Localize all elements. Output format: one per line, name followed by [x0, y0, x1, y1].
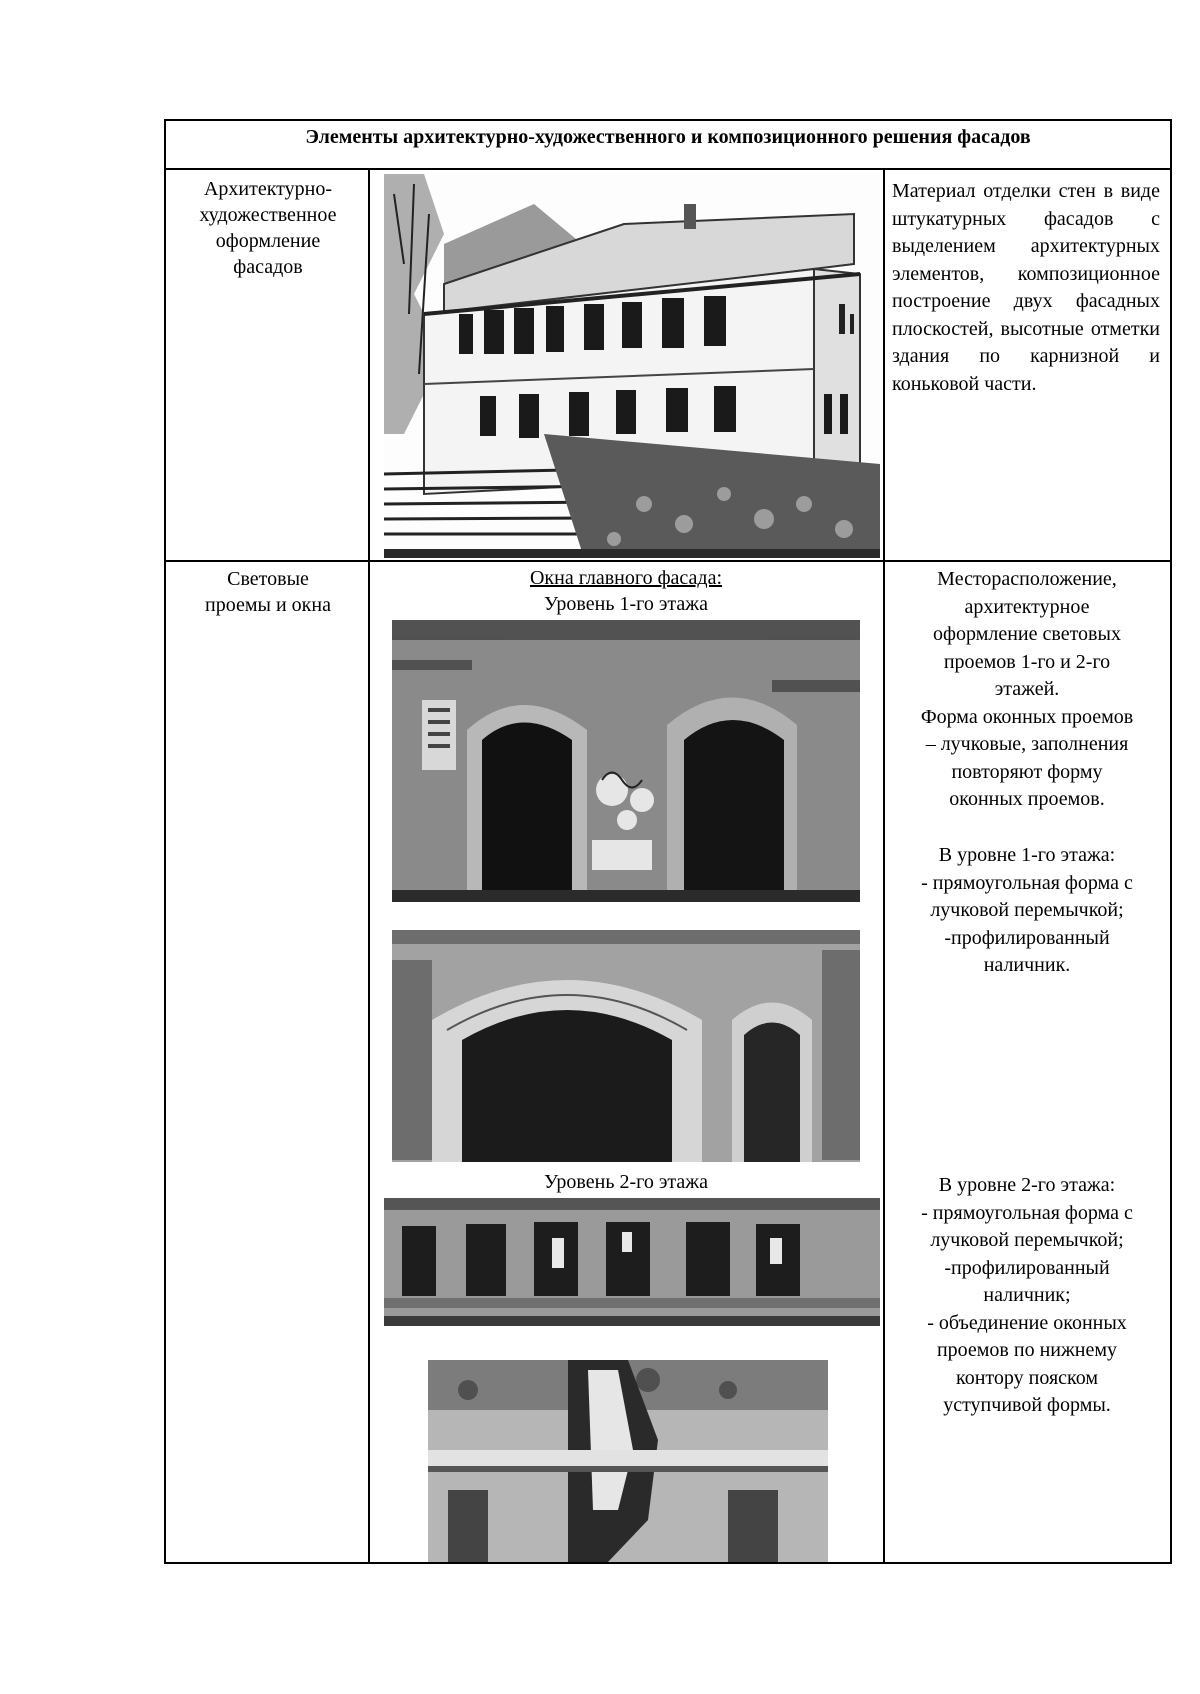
level1-description-line: В уровне 1-го этажа:	[938, 844, 1116, 866]
level2-description-line: наличник;	[983, 1284, 1071, 1306]
level2-window-photo-1	[384, 1198, 880, 1326]
level2-description-line: В уровне 2-го этажа:	[938, 1174, 1116, 1196]
row1-label-line: фасадов	[233, 256, 303, 278]
level1-description-line: лучковой перемычкой;	[930, 899, 1124, 921]
row2-description-line: повторяют форму	[951, 760, 1103, 783]
level2-description-line: контору пояском	[956, 1366, 1098, 1389]
table-border-bottom	[164, 1562, 1172, 1564]
level2-description-line: лучковой перемычкой;	[930, 1229, 1124, 1251]
row1-description: Материал отделки стен в виде штукатурных…	[892, 180, 1160, 395]
level2-description-line: проемов по нижнему	[936, 1339, 1118, 1361]
level1-description: В уровне 1-го этажа: - прямоугольная фор…	[888, 842, 1166, 980]
row2-description-line: оформление световых	[933, 623, 1121, 645]
row1-label: Архитектурно- художественное оформление …	[172, 176, 364, 280]
row1-label-line: Архитектурно-	[203, 178, 333, 200]
table-border-right	[1170, 119, 1172, 1564]
row2-label-line: проемы и окна	[205, 594, 331, 616]
row2-description-line: Форма оконных проемов	[920, 705, 1134, 728]
column-divider-1	[368, 168, 370, 1564]
level1-window-photo-2	[392, 930, 860, 1162]
row-divider	[164, 560, 1172, 562]
level1-window-photo-1	[392, 620, 860, 902]
row2-description: Месторасположение, архитектурное оформле…	[888, 566, 1166, 814]
header-divider	[164, 168, 1172, 170]
row2-description-line: – лучковые, заполнения	[925, 733, 1129, 755]
level2-window-photo-2	[428, 1360, 828, 1562]
table-header: Элементы архитектурно-художественного и …	[305, 126, 1031, 148]
row2-description-line: Месторасположение,	[937, 568, 1117, 590]
row2-description-line: оконных проемов.	[949, 788, 1105, 810]
row2-description-line: архитектурное	[964, 595, 1090, 618]
level1-description-line: наличник.	[983, 954, 1071, 976]
main-facade-windows-heading: Окна главного фасада:	[529, 567, 723, 589]
level1-caption: Уровень 1-го этажа	[544, 593, 708, 615]
table-border-left	[164, 119, 166, 1564]
row2-description-line: проемов 1-го и 2-го	[943, 650, 1111, 673]
table-border-top	[164, 119, 1172, 121]
level2-description-line: уступчивой формы.	[943, 1394, 1111, 1416]
level2-description: В уровне 2-го этажа: - прямоугольная фор…	[888, 1172, 1166, 1420]
level2-caption: Уровень 2-го этажа	[544, 1171, 708, 1193]
level2-description-line: - прямоугольная форма с	[921, 1201, 1133, 1224]
level1-description-line: -профилированный	[944, 926, 1110, 949]
level2-description-line: -профилированный	[944, 1256, 1110, 1279]
row2-label-line: Световые	[227, 568, 309, 590]
level1-description-line: - прямоугольная форма с	[921, 871, 1133, 894]
level2-description-line: - объединение оконных	[927, 1311, 1127, 1334]
column-divider-2	[883, 168, 885, 1564]
row1-label-line: художественное	[199, 204, 337, 226]
building-facade-photo	[384, 174, 880, 558]
row2-label: Световые проемы и окна	[172, 566, 364, 618]
row2-description-line: этажей.	[994, 678, 1060, 700]
row1-label-line: оформление	[215, 230, 321, 252]
